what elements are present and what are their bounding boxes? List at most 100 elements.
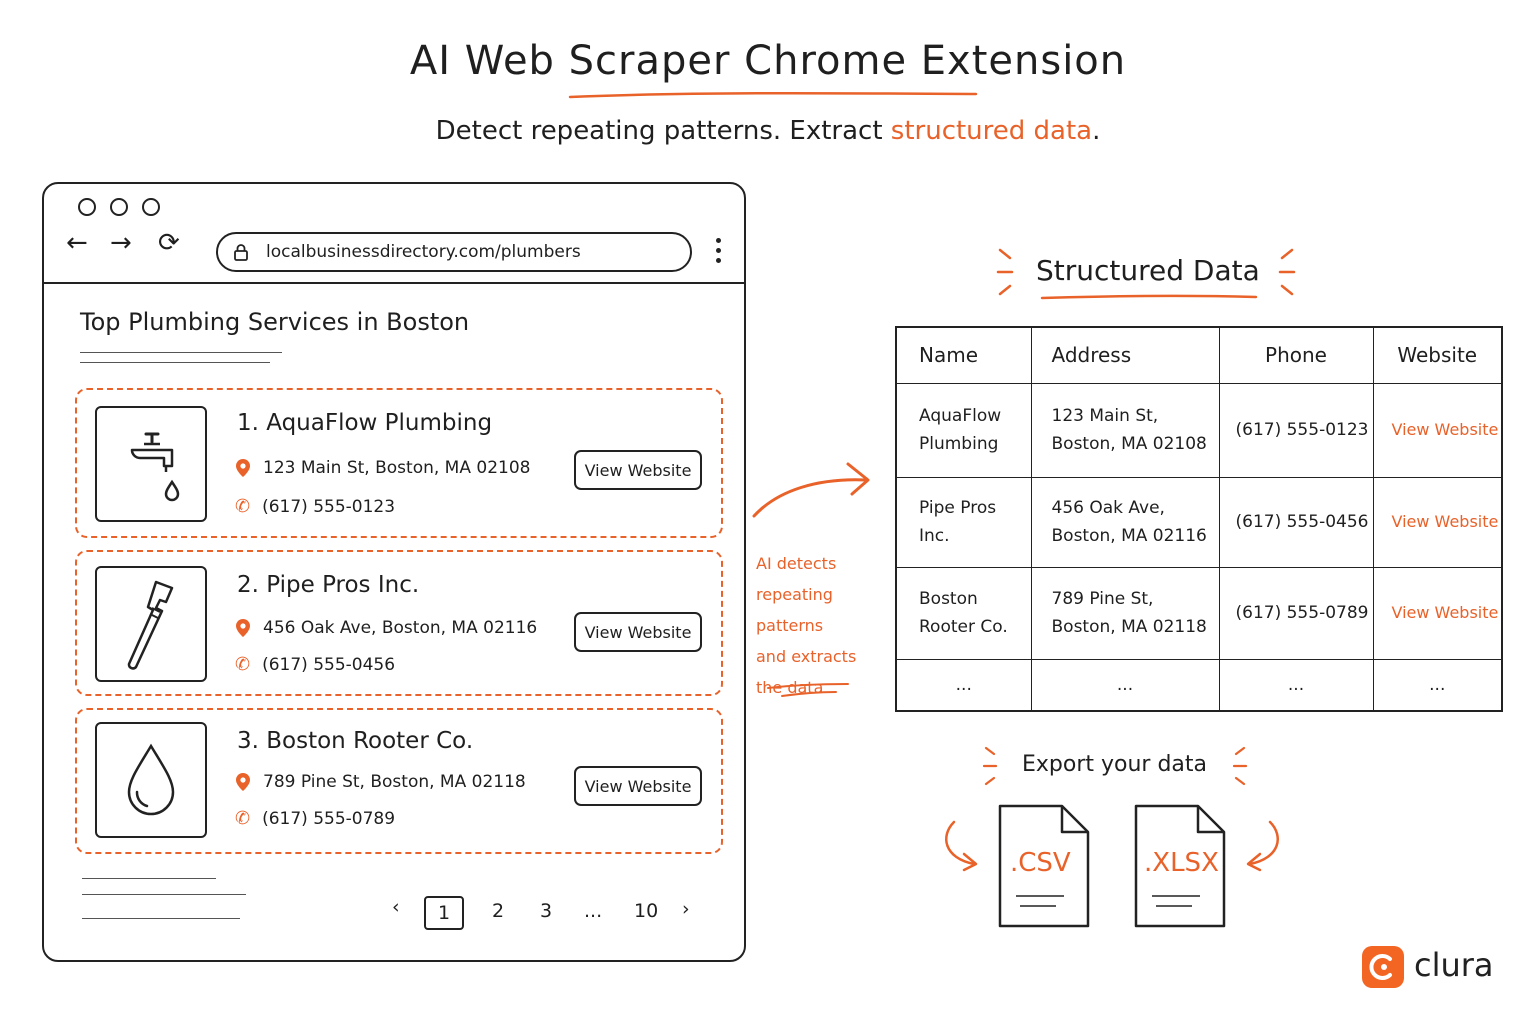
listing-phone: ✆ (617) 555-0789 xyxy=(235,808,395,829)
heading-rule xyxy=(80,362,270,363)
phone-icon: ✆ xyxy=(235,496,251,517)
listing-address-text: 789 Pine St, Boston, MA 02118 xyxy=(263,772,526,792)
heading-rule xyxy=(80,352,282,353)
location-pin-icon xyxy=(236,459,250,477)
listing-title[interactable]: 3. Boston Rooter Co. xyxy=(237,728,474,754)
faucet-icon xyxy=(130,432,180,502)
sparkle-right-icon xyxy=(1278,248,1296,296)
cell-phone: (617) 555-0789 xyxy=(1218,566,1374,660)
browser-window: ← → ⟳ localbusinessdirectory.com/plumber… xyxy=(42,182,746,962)
address-bar[interactable]: localbusinessdirectory.com/plumbers xyxy=(216,232,692,272)
view-website-link[interactable]: View Website xyxy=(1391,512,1499,531)
lock-icon xyxy=(234,244,248,261)
sparkle-left-icon xyxy=(996,248,1014,296)
listing-phone: ✆ (617) 555-0456 xyxy=(235,654,395,675)
pagination-next[interactable]: › xyxy=(682,898,690,920)
annotation-line: and extracts xyxy=(756,647,857,666)
table-row: Pipe Pros Inc. 456 Oak Ave,Boston, MA 02… xyxy=(895,476,1503,568)
listing-phone-text: (617) 555-0456 xyxy=(262,654,396,675)
cell-address-line: Boston, MA 02108 xyxy=(1051,434,1207,454)
window-maximize-dot[interactable] xyxy=(142,198,160,216)
listing-address-text: 456 Oak Ave, Boston, MA 02116 xyxy=(263,618,538,638)
listing-card[interactable]: 2. Pipe Pros Inc. 456 Oak Ave, Boston, M… xyxy=(75,550,723,696)
window-minimize-dot[interactable] xyxy=(110,198,128,216)
listing-address-text: 123 Main St, Boston, MA 02108 xyxy=(263,458,531,478)
column-header-phone: Phone xyxy=(1218,326,1374,384)
listing-title[interactable]: 2. Pipe Pros Inc. xyxy=(237,572,420,598)
pagination-ellipsis: ... xyxy=(584,900,603,922)
view-website-button[interactable]: View Website xyxy=(574,612,702,652)
back-arrow-icon[interactable]: ← xyxy=(66,228,88,258)
cell-phone: (617) 555-0123 xyxy=(1218,382,1374,478)
cell-name-line: AquaFlow xyxy=(919,406,1002,426)
clura-logo-icon xyxy=(1362,946,1404,988)
address-bar-url: localbusinessdirectory.com/plumbers xyxy=(266,242,581,262)
listing-card[interactable]: 3. Boston Rooter Co. 789 Pine St, Boston… xyxy=(75,708,723,854)
cell-website: View Website xyxy=(1372,566,1503,660)
pagination-page-current[interactable]: 1 xyxy=(424,896,464,930)
structured-data-title: Structured Data xyxy=(1036,254,1260,287)
cell-ellipsis: ... xyxy=(1218,658,1374,712)
pipe-wrench-icon xyxy=(127,580,174,670)
listing-thumbnail xyxy=(95,722,207,838)
pagination-page-2[interactable]: 2 xyxy=(492,900,505,922)
view-website-link[interactable]: View Website xyxy=(1391,420,1499,439)
csv-file-button[interactable]: .CSV xyxy=(998,804,1090,928)
footer-rule xyxy=(82,894,246,895)
listing-title[interactable]: 1. AquaFlow Plumbing xyxy=(237,410,493,436)
pagination-prev[interactable]: ‹ xyxy=(392,896,400,918)
ai-annotation: AI detects repeating patterns and extrac… xyxy=(756,548,896,703)
view-website-link[interactable]: View Website xyxy=(1391,603,1499,622)
brand-name: clura xyxy=(1414,946,1494,984)
title-underline xyxy=(568,91,978,99)
curved-arrow-icon xyxy=(945,820,978,872)
export-label: Export your data xyxy=(1022,752,1208,777)
table-row-ellipsis: ... ... ... ... xyxy=(895,658,1503,712)
phone-icon: ✆ xyxy=(235,654,251,675)
listing-address: 789 Pine St, Boston, MA 02118 xyxy=(235,772,526,792)
phone-icon: ✆ xyxy=(235,808,251,829)
annotation-line: repeating patterns xyxy=(756,585,833,635)
water-drop-icon xyxy=(127,743,175,816)
column-header-website: Website xyxy=(1372,326,1503,384)
cell-ellipsis: ... xyxy=(1030,658,1220,712)
page-title: AI Web Scraper Chrome Extension xyxy=(409,38,1127,84)
forward-arrow-icon[interactable]: → xyxy=(110,228,132,258)
listing-phone-text: (617) 555-0789 xyxy=(262,808,396,829)
listing-card[interactable]: 1. AquaFlow Plumbing 123 Main St, Boston… xyxy=(75,388,723,538)
cell-website: View Website xyxy=(1372,476,1503,568)
cell-address-line: 789 Pine St, xyxy=(1051,589,1154,609)
column-header-name: Name xyxy=(895,326,1032,384)
cell-name: Pipe Pros Inc. xyxy=(895,476,1032,568)
view-website-button[interactable]: View Website xyxy=(574,450,702,490)
subtitle-lead: Detect repeating patterns. Extract xyxy=(435,116,891,146)
cell-address-line: Boston, MA 02118 xyxy=(1051,617,1207,637)
cell-name-line: Pipe Pros Inc. xyxy=(919,498,997,546)
xlsx-file-icon xyxy=(1134,804,1226,928)
pagination-page-10[interactable]: 10 xyxy=(634,900,659,922)
cell-ellipsis: ... xyxy=(895,658,1032,712)
reload-icon[interactable]: ⟳ xyxy=(158,228,180,258)
listing-address: 123 Main St, Boston, MA 02108 xyxy=(235,458,530,478)
footer-rule xyxy=(82,918,240,919)
cell-address-line: 456 Oak Ave, xyxy=(1051,498,1165,518)
pagination-page-3[interactable]: 3 xyxy=(540,900,553,922)
view-website-button[interactable]: View Website xyxy=(574,766,702,806)
cell-name-line: Boston xyxy=(919,589,978,609)
cell-website: View Website xyxy=(1372,382,1503,478)
page-subtitle: Detect repeating patterns. Extract struc… xyxy=(0,116,1536,146)
window-close-dot[interactable] xyxy=(78,198,96,216)
location-pin-icon xyxy=(236,619,250,637)
toolbar-divider xyxy=(44,282,744,284)
xlsx-file-button[interactable]: .XLSX xyxy=(1134,804,1226,928)
subtitle-highlight: structured data xyxy=(890,116,1093,146)
cell-name-line: Plumbing xyxy=(919,434,999,454)
location-pin-icon xyxy=(236,773,250,791)
cell-address: 456 Oak Ave,Boston, MA 02116 xyxy=(1030,476,1220,568)
kebab-menu-icon[interactable] xyxy=(716,238,722,268)
sparkle-left-icon xyxy=(982,746,998,786)
